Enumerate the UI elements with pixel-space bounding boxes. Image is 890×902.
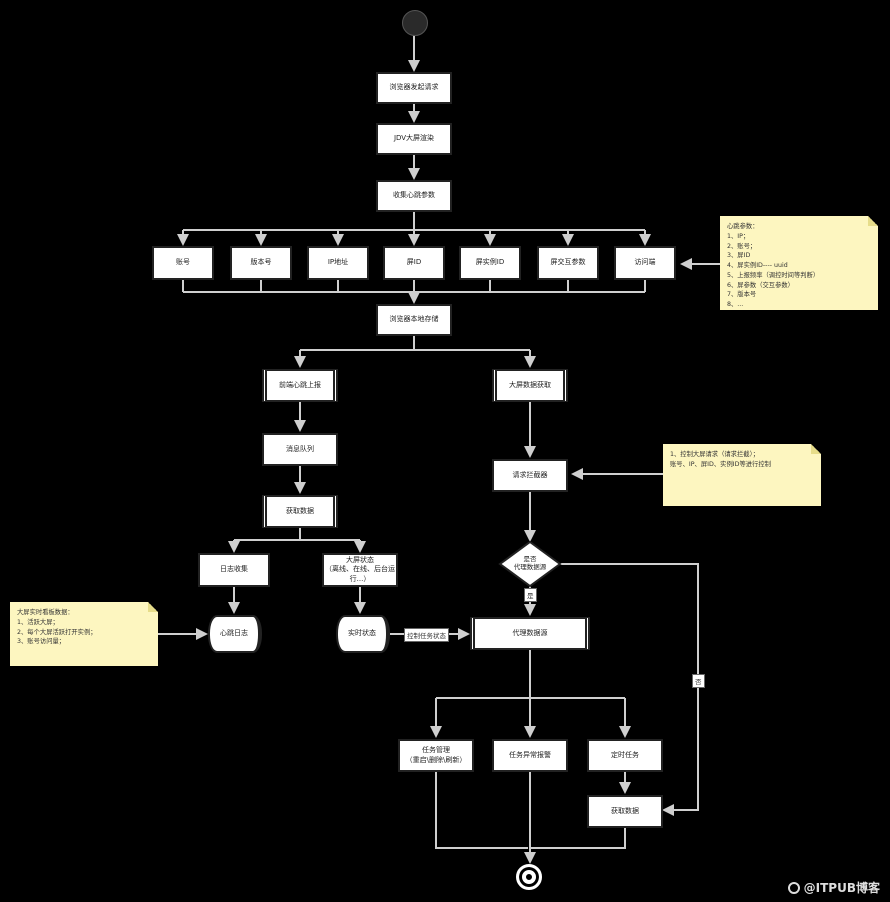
node-message-queue: 消息队列 <box>262 433 338 466</box>
node-screen-id: 屏ID <box>383 246 445 280</box>
node-version: 版本号 <box>230 246 292 280</box>
node-local-storage: 浏览器本地存储 <box>376 304 452 336</box>
node-scheduled-task: 定时任务 <box>587 739 663 772</box>
node-browser-request: 浏览器发起请求 <box>376 72 452 104</box>
node-screen-data-fetch: 大屏数据获取 <box>492 369 568 402</box>
node-ip: IP地址 <box>307 246 369 280</box>
node-screen-interaction-params: 屏交互参数 <box>537 246 599 280</box>
edge-label-yes: 是 <box>524 588 537 602</box>
edge-label-no: 否 <box>692 674 705 688</box>
watermark-text: @ITPUB博客 <box>803 881 880 895</box>
node-access-terminal: 访问端 <box>614 246 676 280</box>
decision-diamond <box>498 540 562 588</box>
node-screen-status: 大屏状态 （离线、在线、后台运行...） <box>322 553 398 587</box>
decision-is-proxy-source-label: 是否 代理数据源 <box>513 555 547 572</box>
node-realtime-status: 实时状态 <box>336 615 390 653</box>
node-frontend-heartbeat-report: 前端心跳上报 <box>262 369 338 402</box>
node-task-management: 任务管理 （重启\删除\刷新） <box>398 739 474 772</box>
end-node <box>516 864 542 890</box>
node-collect-heartbeat: 收集心跳参数 <box>376 180 452 212</box>
node-request-interceptor: 请求拦截器 <box>492 459 568 492</box>
node-fetch-data-left: 获取数据 <box>262 495 338 528</box>
node-heartbeat-log: 心跳日志 <box>208 615 262 653</box>
watermark: @ITPUB博客 <box>787 879 880 896</box>
node-screen-instance-id: 屏实例ID <box>459 246 521 280</box>
node-log-collection: 日志收集 <box>198 553 270 587</box>
note-request-control: 1、控制大屏请求（请求拦截）； 账号、IP、屏ID、实例ID等进行控制 <box>663 444 821 506</box>
start-node <box>402 10 428 36</box>
node-jdv-render: JDV大屏渲染 <box>376 123 452 155</box>
note-heartbeat-params: 心跳参数： 1、IP； 2、账号； 3、屏ID 4、屏实例ID---- uuid… <box>720 216 878 310</box>
note-realtime-dashboard: 大屏实时看板数据： 1、活跃大屏； 2、每个大屏活跃打开实例； 3、账号访问量； <box>10 602 158 666</box>
node-task-exception-alarm: 任务异常报警 <box>492 739 568 772</box>
node-account: 账号 <box>152 246 214 280</box>
node-fetch-data-right: 获取数据 <box>587 795 663 828</box>
node-proxy-data-source: 代理数据源 <box>470 617 590 650</box>
itpub-logo-icon <box>787 881 800 894</box>
edge-label-control-task-status: 控制任务状态 <box>404 628 449 642</box>
